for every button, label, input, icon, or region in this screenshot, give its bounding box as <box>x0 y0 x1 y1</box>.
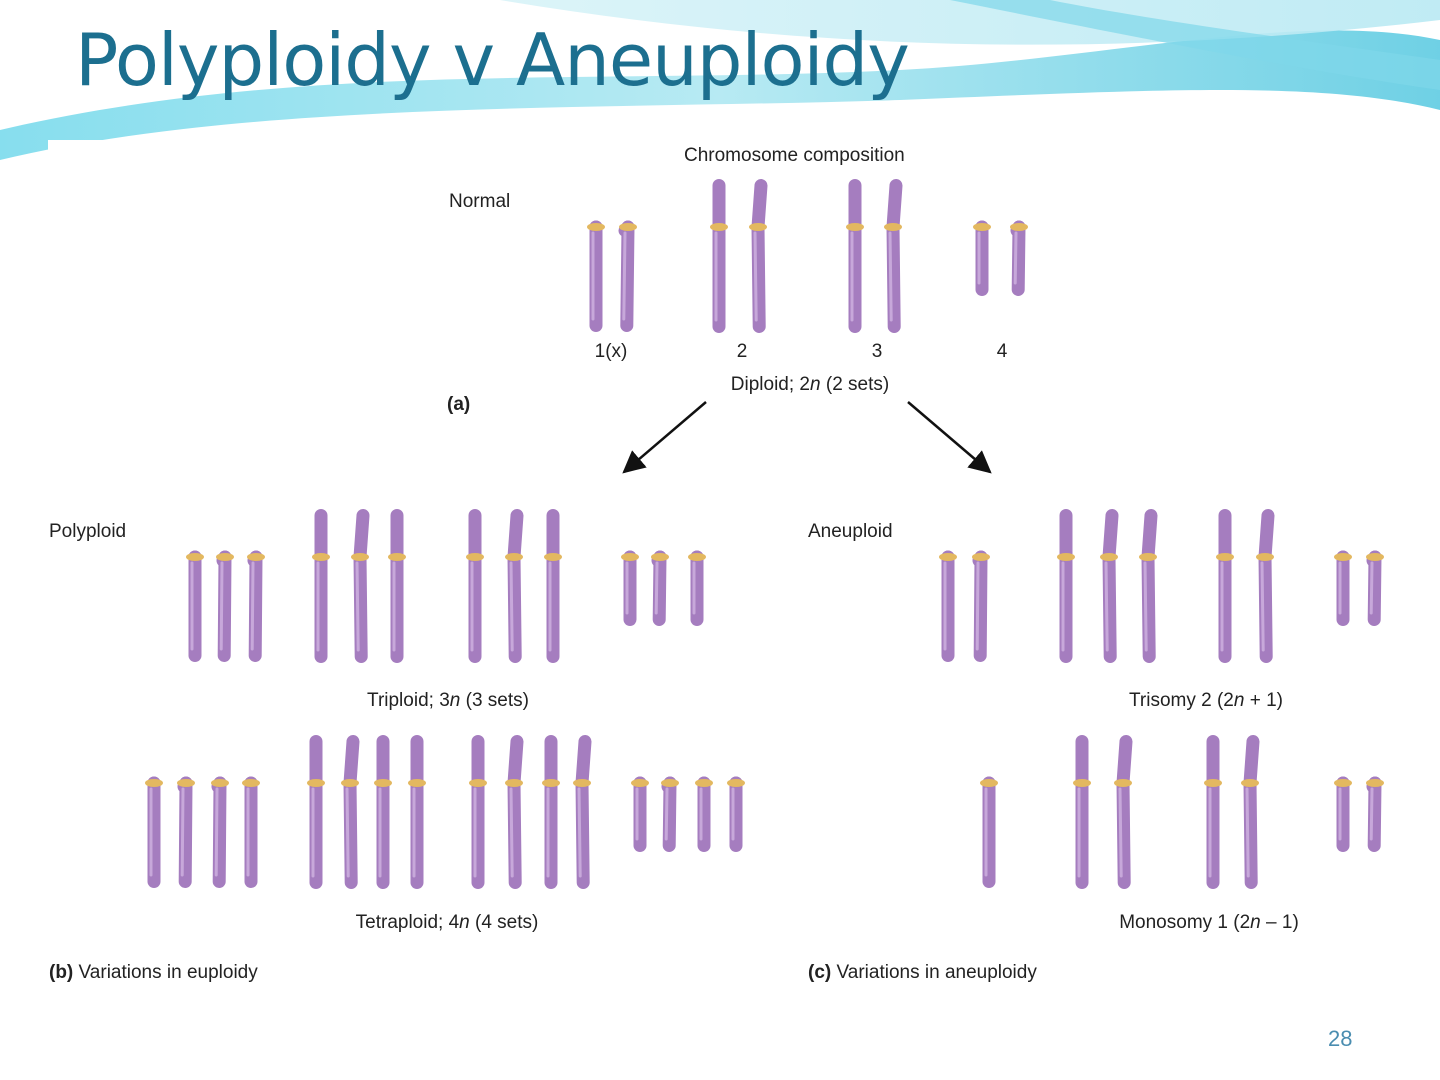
tetraploid-chromosome-4-14 <box>695 776 713 852</box>
arrow-to-aneuploid <box>907 401 992 474</box>
tetraploid-chromosome-2-6 <box>374 735 392 889</box>
monosomy-chromosome-2-1 <box>1073 735 1091 889</box>
page-number: 28 <box>1328 1026 1353 1051</box>
diploid-chromosome-2-2 <box>710 179 728 333</box>
chromosome-number-1: 1(x) <box>594 341 628 362</box>
tetraploid-chromosome-3-10 <box>542 735 560 889</box>
trisomy-chromosome-2-4 <box>1139 509 1158 663</box>
triploid-chromosome-2-4 <box>351 509 370 663</box>
trisomy-chromosome-3-5 <box>1216 509 1234 663</box>
tetraploid-caption: Tetraploid; 4n (4 sets) <box>355 912 539 933</box>
triploid-chromosome-3-7 <box>505 509 524 663</box>
slide-header-swoosh <box>0 0 1440 160</box>
chromosome-number-2: 2 <box>736 341 748 362</box>
trisomy-chromosome-4-8 <box>1366 550 1384 626</box>
arrow-to-polyploid <box>622 401 707 474</box>
triploid-chromosome-3-8 <box>544 509 562 663</box>
tetraploid-chromosome-1-3 <box>242 776 260 888</box>
monosomy-chromosome-1-0 <box>980 776 998 888</box>
tetraploid-chromosome-3-11 <box>573 735 592 889</box>
triploid-chromosome-2-3 <box>312 509 330 663</box>
aneuploid-label: Aneuploid <box>808 521 893 542</box>
tetraploid-chromosome-4-12 <box>631 776 649 852</box>
tetraploid-chromosome-2-5 <box>341 735 360 889</box>
diploid-chromosome-2-3 <box>749 179 768 333</box>
triploid-chromosome-4-11 <box>688 550 706 626</box>
diploid-caption: Diploid; 2n (2 sets) <box>730 374 890 395</box>
monosomy-chromosome-4-6 <box>1366 776 1384 852</box>
trisomy-chromosome-1-0 <box>939 550 957 662</box>
monosomy-chromosome-4-5 <box>1334 776 1352 852</box>
triploid-chromosome-3-6 <box>466 509 484 663</box>
chromosome-number-4: 4 <box>996 341 1008 362</box>
diploid-chromosome-4-7 <box>1010 220 1028 296</box>
tetraploid-chromosome-1-1 <box>177 776 195 888</box>
triploid-chromosome-4-10 <box>651 550 669 626</box>
tetraploid-chromosome-1-2 <box>211 776 229 888</box>
diploid-chromosome-4-6 <box>973 220 991 296</box>
trisomy-chromosome-4-7 <box>1334 550 1352 626</box>
tetraploid-chromosome-2-7 <box>408 735 426 889</box>
triploid-caption: Triploid; 3n (3 sets) <box>367 690 529 711</box>
trisomy-chromosome-1-1 <box>972 550 990 662</box>
tetraploid-chromosome-3-8 <box>469 735 487 889</box>
monosomy-caption: Monosomy 1 (2n – 1) <box>1119 912 1299 933</box>
tetraploid-chromosome-1-0 <box>145 776 163 888</box>
trisomy-chromosome-2-3 <box>1100 509 1119 663</box>
triploid-chromosome-1-2 <box>247 550 265 662</box>
panel-a-label: (a) <box>447 394 471 415</box>
diploid-chromosome-3-5 <box>884 179 903 333</box>
monosomy-chromosome-2-2 <box>1114 735 1133 889</box>
polyploid-label: Polyploid <box>49 521 127 542</box>
trisomy-caption: Trisomy 2 (2n + 1) <box>1128 690 1284 711</box>
triploid-chromosome-2-5 <box>388 509 406 663</box>
triploid-chromosome-1-0 <box>186 550 204 662</box>
diploid-chromosome-1-1 <box>618 220 637 332</box>
trisomy-chromosome-2-2 <box>1057 509 1075 663</box>
tetraploid-chromosome-4-13 <box>661 776 679 852</box>
monosomy-chromosome-3-3 <box>1204 735 1222 889</box>
panel-c-caption: (c) Variations in aneuploidy <box>808 962 1037 983</box>
normal-label: Normal <box>449 191 511 212</box>
triploid-chromosome-1-1 <box>216 550 234 662</box>
chromosome-composition-header: Chromosome composition <box>684 145 905 166</box>
diploid-chromosome-1-0 <box>587 220 605 332</box>
tetraploid-chromosome-2-4 <box>307 735 325 889</box>
tetraploid-chromosome-3-9 <box>505 735 524 889</box>
tetraploid-chromosome-4-15 <box>727 776 745 852</box>
chromosome-number-3: 3 <box>871 341 883 362</box>
trisomy-chromosome-3-6 <box>1256 509 1275 663</box>
monosomy-chromosome-3-4 <box>1241 735 1260 889</box>
slide-title: Polyploidy v Aneuploidy <box>75 18 910 102</box>
diploid-chromosome-3-4 <box>846 179 864 333</box>
panel-b-caption: (b) Variations in euploidy <box>49 962 258 983</box>
triploid-chromosome-4-9 <box>621 550 639 626</box>
